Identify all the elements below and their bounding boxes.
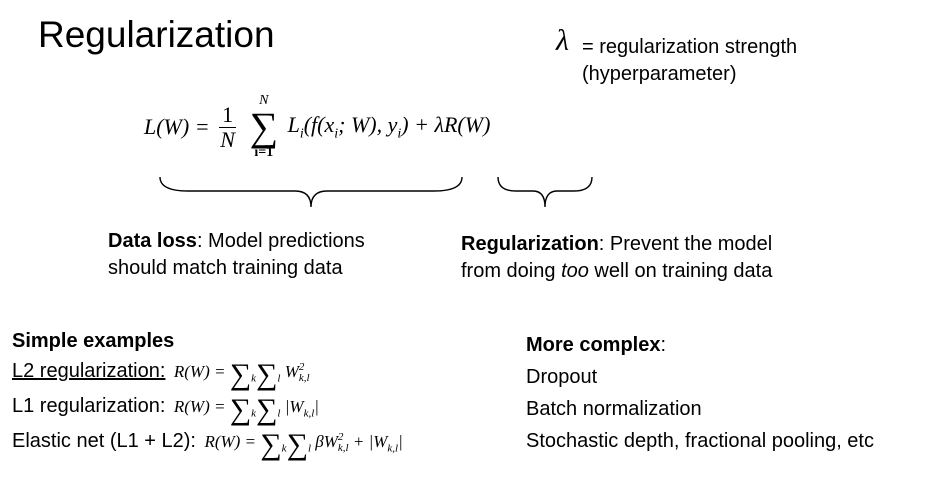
loss-formula: L(W) = 1 N N ∑ i=1 Li(f(xi; W), yi) + λR… bbox=[144, 94, 490, 174]
example-formula: R(W) = ∑k∑l |Wk,l| bbox=[173, 393, 319, 426]
lambda-description: = regularization strength (hyperparamete… bbox=[582, 34, 797, 88]
lambda-desc-line2: (hyperparameter) bbox=[582, 63, 737, 85]
sum-upper: N bbox=[259, 93, 269, 108]
loss-body: Li(f(xi; W), yi) + λR(W) bbox=[287, 111, 491, 142]
data-loss-brace bbox=[159, 176, 463, 208]
loss-fraction: 1 N bbox=[219, 102, 237, 152]
regularization-brace bbox=[497, 176, 593, 208]
example-label: L2 regularization: bbox=[12, 360, 166, 382]
example-label: L1 regularization: bbox=[12, 395, 166, 417]
regularization-description: Regularization: Prevent the model from d… bbox=[461, 233, 773, 282]
frac-denominator: N bbox=[220, 126, 235, 152]
frac-numerator: 1 bbox=[219, 102, 237, 128]
loss-lhs: L(W) = bbox=[144, 114, 210, 139]
more-complex-item: Stochastic depth, fractional pooling, et… bbox=[526, 430, 874, 452]
lambda-desc-line1: = regularization strength bbox=[582, 36, 798, 58]
more-complex-heading: More complex: bbox=[526, 334, 667, 356]
example-label: Elastic net (L1 + L2): bbox=[12, 430, 196, 452]
page-title: Regularization bbox=[38, 14, 275, 55]
more-complex-item: Batch normalization bbox=[526, 398, 702, 420]
sum-symbol: ∑ bbox=[249, 104, 279, 149]
sum-operator: N ∑ i=1 bbox=[250, 94, 279, 160]
sum-lower: i=1 bbox=[254, 145, 274, 160]
simple-examples-heading: Simple examples bbox=[12, 330, 175, 352]
lambda-symbol: λ bbox=[556, 24, 569, 57]
example-l1: L1 regularization: R(W) = ∑k∑l |Wk,l| bbox=[12, 393, 319, 427]
more-complex-item: Dropout bbox=[526, 366, 598, 388]
data-loss-description: Data loss: Model predictions should matc… bbox=[108, 230, 365, 279]
